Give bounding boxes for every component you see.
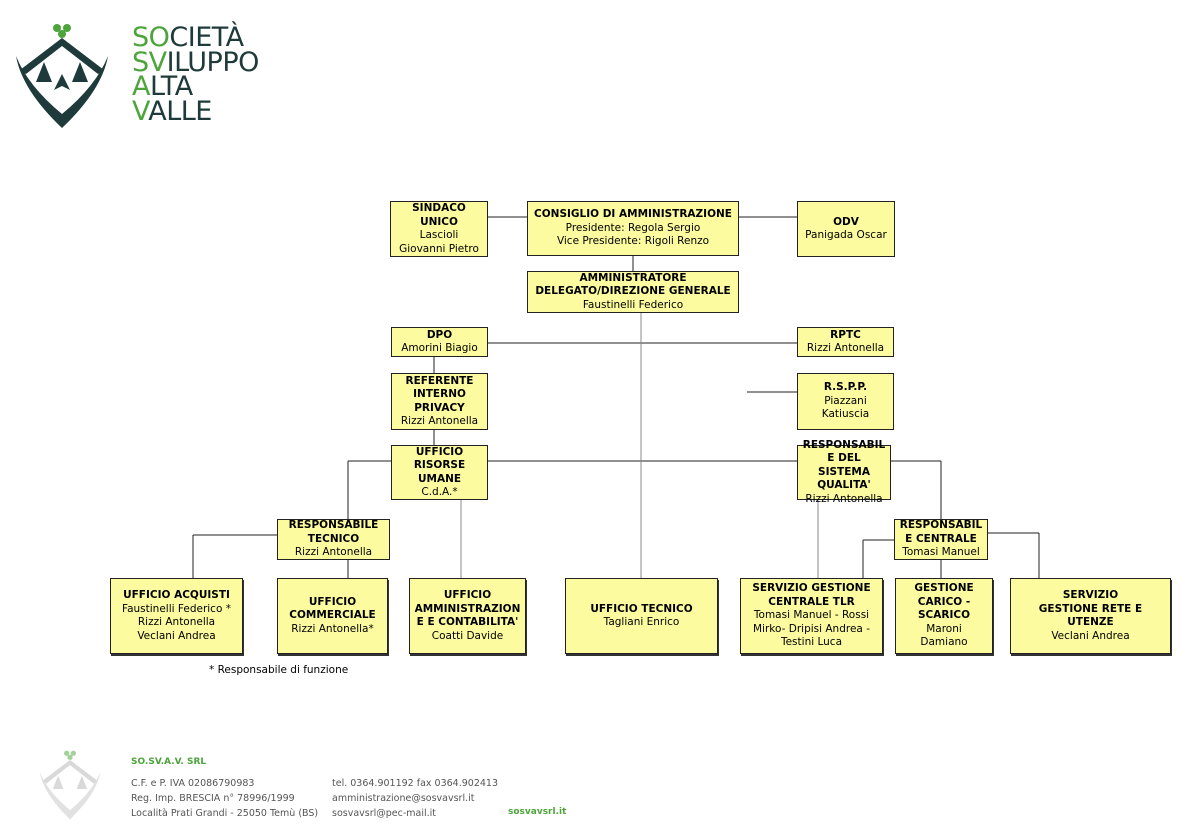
box-subtitle: Presidente: Regola Sergio Vice President… (556, 221, 710, 248)
footnote: * Responsabile di funzione (209, 664, 349, 676)
footer-company-info: C.F. e P. IVA 02086790983 Reg. Imp. BRES… (131, 776, 318, 821)
box-sindaco-unico: SINDACO UNICO Lascioli Giovanni Pietro (390, 201, 488, 257)
footer-contacts: tel. 0364.901192 fax 0364.902413 amminis… (332, 776, 498, 821)
box-title: ODV (833, 215, 859, 228)
box-subtitle: Maroni Damiano (920, 622, 968, 649)
box-subtitle: Veclani Andrea (1051, 629, 1130, 642)
box-title: SERVIZIO GESTIONE CENTRALE TLR (752, 582, 871, 608)
box-subtitle: Amorini Biagio (401, 342, 478, 354)
box-ufficio-commerciale: UFFICIO COMMERCIALE Rizzi Antonella* (277, 578, 388, 654)
box-title: RESPONSABIL E CENTRALE (899, 519, 983, 545)
footer-phone: tel. 0364.901192 fax 0364.902413 (332, 778, 498, 789)
box-subtitle: Rizzi Antonella (294, 546, 373, 559)
box-title: UFFICIO TECNICO (590, 602, 693, 615)
brand-line-1: SOCIETÀ (132, 22, 244, 53)
box-consiglio-amministrazione: CONSIGLIO DI AMMINISTRAZIONE Presidente:… (527, 201, 739, 256)
footer-logo-icon (39, 750, 101, 820)
box-title: UFFICIO AMMINISTRAZION E E CONTABILITA' (414, 589, 521, 628)
box-title: SERVIZIO GESTIONE RETE E UTENZE (1038, 589, 1143, 628)
box-subtitle: Rizzi Antonella* (291, 622, 374, 635)
footer-website-link[interactable]: sosvavsrl.it (508, 807, 567, 817)
box-subtitle: Tagliani Enrico (603, 616, 680, 628)
box-subtitle: Panigada Oscar (805, 229, 887, 241)
box-risorse-umane: UFFICIO RISORSE UMANE C.d.A.* (391, 445, 488, 500)
footer-pec-link[interactable]: sosvavsrl@pec-mail.it (332, 808, 437, 819)
box-title: REFERENTE INTERNO PRIVACY (405, 374, 474, 414)
footer-email-link[interactable]: amministrazione@sosvavsrl.it (332, 793, 475, 804)
box-ufficio-amministrazione: UFFICIO AMMINISTRAZION E E CONTABILITA' … (409, 578, 526, 654)
box-subtitle: Rizzi Antonella (805, 492, 883, 505)
box-title: AMMINISTRATORE DELEGATO/DIREZIONE GENERA… (535, 271, 731, 298)
box-servizio-tlr: SERVIZIO GESTIONE CENTRALE TLR Tomasi Ma… (740, 578, 883, 654)
box-title: UFFICIO RISORSE UMANE (413, 445, 466, 485)
box-gestione-carico: GESTIONE CARICO - SCARICO Maroni Damiano (895, 578, 993, 654)
footer-address: Località Prati Grandi - 25050 Temù (BS) (131, 808, 319, 819)
box-subtitle: Coatti Davide (431, 629, 504, 642)
box-responsabile-tecnico: RESPONSABILE TECNICO Rizzi Antonella (277, 519, 390, 560)
brand-line-2: SVILUPPO (132, 46, 259, 78)
box-gestione-rete: SERVIZIO GESTIONE RETE E UTENZE Veclani … (1010, 578, 1171, 654)
box-dpo: DPO Amorini Biagio (391, 327, 488, 357)
box-title: SINDACO UNICO (412, 202, 466, 228)
box-subtitle: Tomasi Manuel - Rossi Mirko- Dripisi And… (753, 609, 870, 649)
box-referente-privacy: REFERENTE INTERNO PRIVACY Rizzi Antonell… (391, 373, 488, 430)
box-subtitle: Faustinelli Federico (582, 298, 684, 311)
box-title: GESTIONE CARICO - SCARICO (914, 582, 974, 622)
box-amministratore-delegato: AMMINISTRATORE DELEGATO/DIREZIONE GENERA… (527, 271, 739, 313)
box-title: UFFICIO COMMERCIALE (289, 595, 376, 622)
brand-name: SOCIETÀ SVILUPPO ALTA VALLE (132, 22, 259, 127)
box-ufficio-tecnico: UFFICIO TECNICO Tagliani Enrico (565, 578, 718, 654)
box-subtitle: Rizzi Antonella (400, 415, 479, 427)
box-rspp: R.S.P.P. Piazzani Katiuscia (797, 373, 894, 430)
box-subtitle: Rizzi Antonella (806, 342, 885, 354)
company-logo-icon (16, 24, 108, 128)
box-subtitle: Lascioli Giovanni Pietro (399, 229, 479, 255)
box-responsabile-qualita: RESPONSABIL E DEL SISTEMA QUALITA' Rizzi… (797, 439, 891, 505)
footer-tax-id: C.F. e P. IVA 02086790983 (131, 778, 255, 789)
brand-line-4: VALLE (132, 95, 212, 127)
box-title: R.S.P.P. (823, 381, 868, 394)
box-title: RESPONSABILE TECNICO (288, 519, 379, 545)
box-title: RESPONSABIL E DEL SISTEMA QUALITA' (802, 438, 886, 492)
box-ufficio-acquisti: UFFICIO ACQUISTI Faustinelli Federico * … (110, 578, 243, 654)
box-title: CONSIGLIO DI AMMINISTRAZIONE (534, 208, 732, 221)
box-odv: ODV Panigada Oscar (797, 201, 895, 257)
brand-line-3: ALTA (132, 71, 193, 102)
box-subtitle: C.d.A.* (421, 486, 458, 498)
box-subtitle: Tomasi Manuel (902, 546, 980, 559)
box-subtitle: Piazzani Katiuscia (821, 394, 870, 421)
footer-registry: Reg. Imp. BRESCIA n° 78996/1999 (131, 793, 295, 804)
box-title: RPTC (830, 328, 861, 341)
box-subtitle: Faustinelli Federico * Rizzi Antonella V… (122, 602, 231, 642)
box-responsabile-centrale: RESPONSABIL E CENTRALE Tomasi Manuel (894, 519, 988, 560)
box-title: DPO (426, 328, 453, 341)
box-title: UFFICIO ACQUISTI (123, 589, 230, 601)
footer-company-name: SO.SV.A.V. SRL (131, 757, 207, 767)
box-rptc: RPTC Rizzi Antonella (797, 327, 894, 357)
